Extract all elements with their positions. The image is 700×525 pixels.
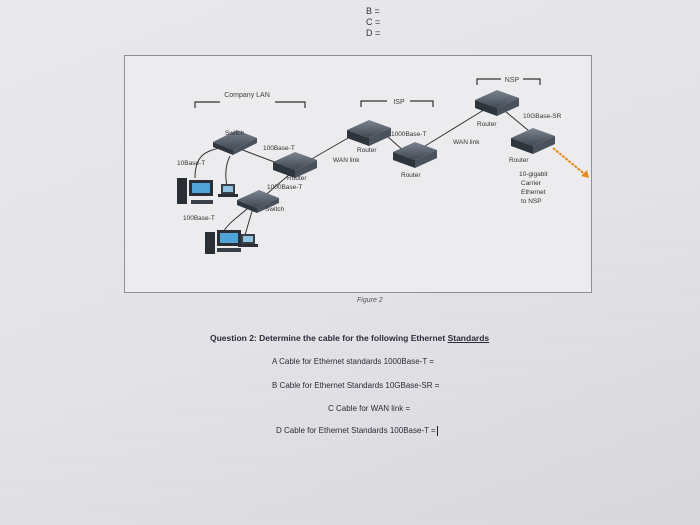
link-pc1 xyxy=(194,147,221,179)
fiber-arrow-head xyxy=(581,170,589,178)
question-block: Question 2: Determine the cable for the … xyxy=(210,333,590,436)
company-lan-label: Company LAN xyxy=(224,92,270,99)
network-diagram: Company LAN ISP NSP xyxy=(177,77,589,254)
question-line-d-wrap[interactable]: D Cable for Ethernet Standards 100Base-T… xyxy=(276,426,438,436)
router-isp1-label: Router xyxy=(357,147,377,154)
fiber-arrow-line xyxy=(552,147,588,177)
switch-bottom-label: Switch xyxy=(265,206,285,213)
question-line-b: B Cable for Ethernet Standards 10GBase-S… xyxy=(272,381,440,390)
base10gsr-label: 10GBase-SR xyxy=(523,113,562,120)
carrier-label-line: 10-gigabit xyxy=(519,171,548,178)
question-title-text: Question 2: Determine the cable for the … xyxy=(210,333,446,343)
isp-label: ISP xyxy=(393,99,405,106)
carrier-label: 10-gigabit Carrier Ethernet to NSP xyxy=(519,171,549,205)
nsp-label: NSP xyxy=(505,77,520,84)
question-line-a: A Cable for Ethernet standards 1000Base-… xyxy=(272,357,434,366)
text-cursor xyxy=(436,426,438,436)
header-line-b: B = xyxy=(366,6,380,16)
router-isp2-label: Router xyxy=(401,172,421,179)
question-line-d: D Cable for Ethernet Standards 100Base-T… xyxy=(276,426,436,436)
wan1-label: WAN link xyxy=(333,157,360,164)
figure-caption: Figure 2 xyxy=(357,297,383,304)
switch-top xyxy=(213,130,257,155)
network-diagram-frame: Company LAN ISP NSP xyxy=(124,55,592,293)
router-nsp-2 xyxy=(511,128,555,154)
base10t-label: 10Base-T xyxy=(177,160,205,167)
pc-2 xyxy=(205,230,241,254)
laptop-2 xyxy=(238,234,258,247)
header-line-d: D = xyxy=(366,28,381,38)
router-isp-2 xyxy=(393,142,437,168)
switch-bottom xyxy=(237,190,279,213)
question-line-c: C Cable for WAN link = xyxy=(328,404,411,413)
carrier-label-line: Carrier xyxy=(521,180,542,187)
switch-top-label: Switch xyxy=(225,130,245,137)
answer-header: B = C = D = xyxy=(366,6,380,39)
router-nsp2-label: Router xyxy=(509,157,529,164)
carrier-label-line: Ethernet xyxy=(521,189,546,196)
base1000t-lan-label: 1000Base-T xyxy=(267,184,302,191)
router-nsp-1 xyxy=(475,90,519,116)
question-title: Question 2: Determine the cable for the … xyxy=(210,333,590,343)
isp-bracket xyxy=(360,100,434,107)
link-pc3 xyxy=(222,205,251,233)
link-pc2 xyxy=(225,155,231,187)
base100t-bottom-label: 100Base-T xyxy=(183,215,215,222)
router-lan xyxy=(273,152,317,178)
wan2-label: WAN link xyxy=(453,139,480,146)
router-isp-1 xyxy=(347,120,391,146)
company-lan-bracket xyxy=(194,101,306,108)
pc-1 xyxy=(177,178,213,204)
base100t-top-label: 100Base-T xyxy=(263,145,295,152)
base1000t-isp-label: 1000Base-T xyxy=(391,131,426,138)
nsp-bracket xyxy=(476,78,541,85)
router-lan-label: Router xyxy=(287,175,307,182)
header-line-c: C = xyxy=(366,17,381,27)
question-title-underlined: Standards xyxy=(447,333,490,343)
laptop-1 xyxy=(218,184,238,197)
link-isp-nsp-wan xyxy=(424,107,488,147)
carrier-label-line: to NSP xyxy=(521,198,542,205)
router-nsp1-label: Router xyxy=(477,121,497,128)
